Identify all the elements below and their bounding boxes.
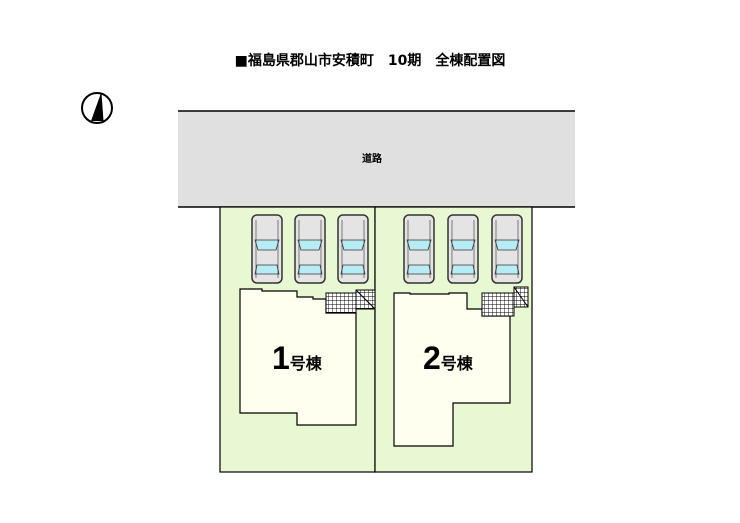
plan-title: ■福島県郡山市安積町 10期 全棟配置図 — [234, 53, 506, 69]
paving-tiles — [325, 286, 529, 317]
parked-car-icon — [447, 214, 479, 284]
parked-car-icon — [491, 214, 523, 284]
building-suffix: 号棟 — [440, 354, 473, 373]
road-label: 道路 — [362, 154, 382, 165]
building-2-label: 2号棟 — [423, 340, 473, 377]
parked-car-icon — [337, 214, 369, 284]
parked-car-icon — [403, 214, 435, 284]
north-arrow-icon — [81, 92, 113, 124]
building-1-label: 1号棟 — [272, 340, 322, 377]
parked-car-icon — [251, 214, 283, 284]
building-suffix: 号棟 — [289, 354, 322, 373]
parked-car-icon — [294, 214, 326, 284]
road — [178, 110, 575, 208]
building-number: 1 — [272, 340, 290, 376]
building-number: 2 — [423, 340, 441, 376]
